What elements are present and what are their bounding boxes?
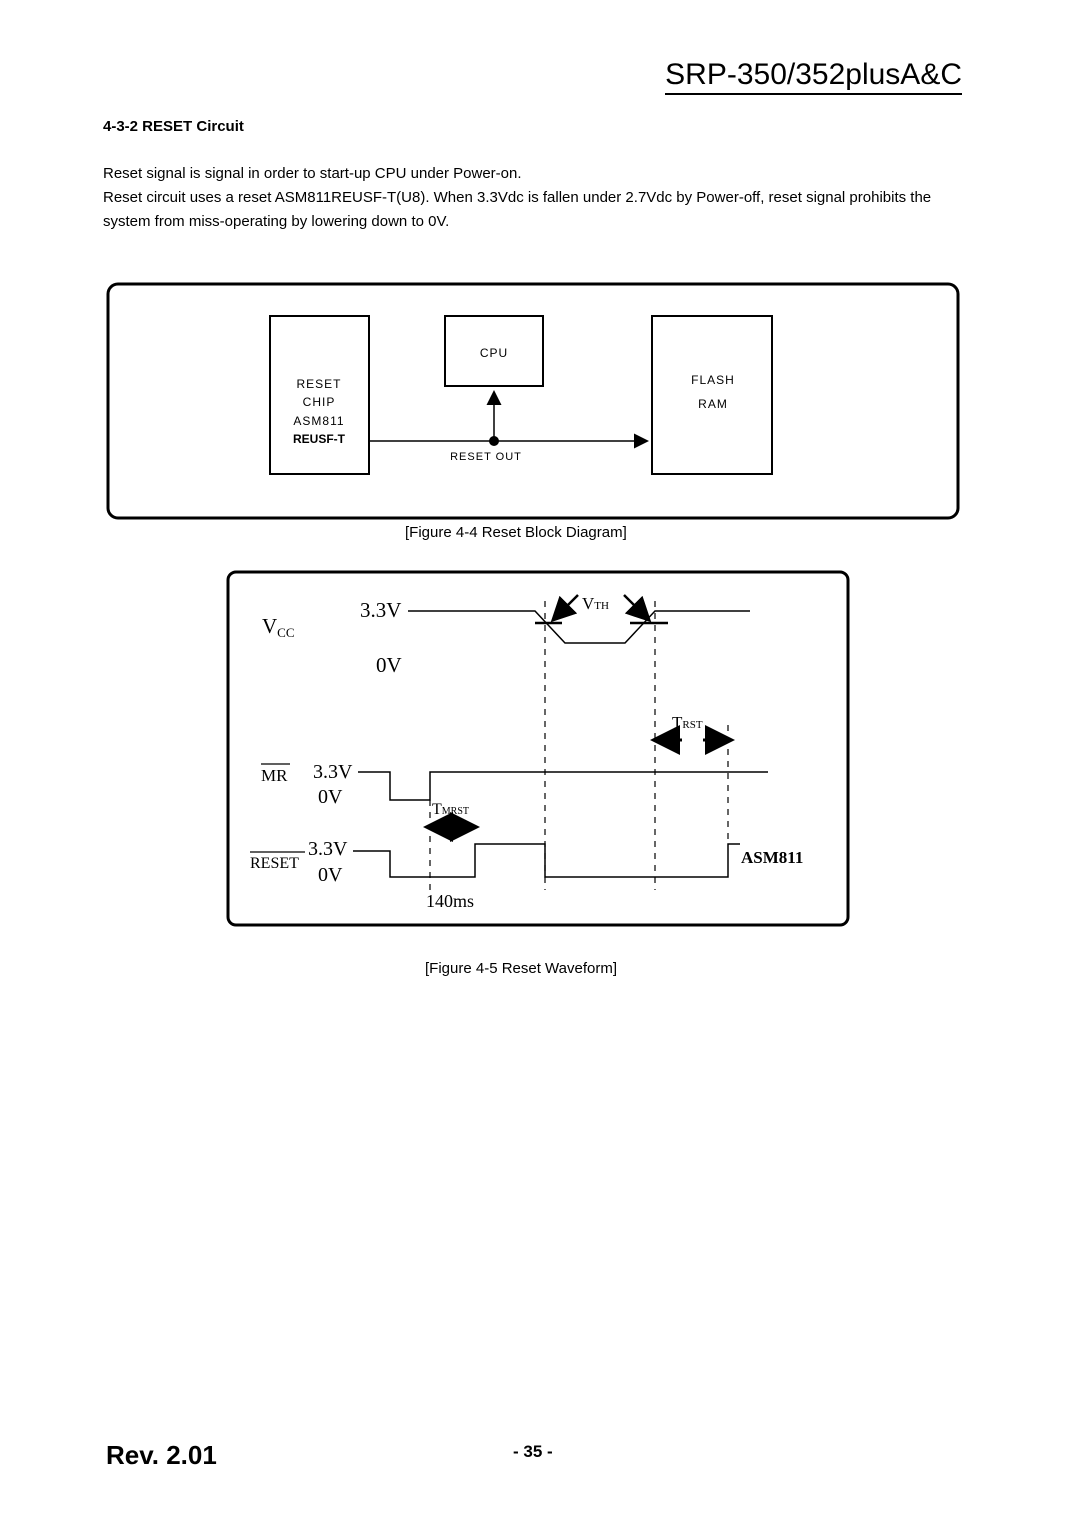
- page-number: - 35 -: [513, 1442, 553, 1461]
- section-heading: 4-3-2 RESET Circuit: [103, 118, 244, 135]
- reset-block-diagram: RESET CHIP ASM811 REUSF-T CPU FLASH RAM …: [106, 282, 960, 520]
- reset-chip-line-1: RESET: [296, 377, 341, 391]
- reset-waveform: [353, 843, 740, 878]
- reset-label: RESET: [250, 855, 299, 872]
- vcc-label: VCC: [262, 614, 295, 640]
- flash-ram-block: [651, 315, 773, 475]
- mr-low-label: 0V: [318, 786, 343, 808]
- vcc-low-label: 0V: [376, 653, 402, 677]
- reset-waveform-diagram: VCC 3.3V 0V VTH TRST MR 3.3V 0V TMRST RE…: [226, 570, 850, 927]
- reset-high-label: 3.3V: [308, 838, 348, 860]
- figure-caption-4-5: [Figure 4-5 Reset Waveform]: [425, 960, 618, 977]
- reset-chip-line-2: CHIP: [303, 395, 336, 409]
- body-paragraph-2: Reset circuit uses a reset ASM811REUSF-T…: [103, 189, 932, 230]
- junction-dot: [489, 436, 499, 446]
- reset-chip-line-4: REUSF-T: [293, 432, 346, 446]
- diagram-frame: [106, 282, 960, 520]
- pulse-width-label: 140ms: [426, 891, 474, 911]
- ram-label: RAM: [698, 397, 728, 411]
- reset-out-label: RESET OUT: [450, 451, 522, 463]
- vcc-waveform: [408, 610, 750, 644]
- vth-label: VTH: [582, 594, 609, 613]
- flash-label: FLASH: [691, 373, 735, 387]
- mr-label: MR: [261, 766, 288, 785]
- figure-caption-4-4: [Figure 4-4 Reset Block Diagram]: [405, 524, 627, 541]
- reset-low-label: 0V: [318, 864, 343, 886]
- waveform-frame: [226, 570, 850, 927]
- mr-waveform: [358, 771, 768, 801]
- mr-high-label: 3.3V: [313, 761, 353, 783]
- reset-chip-line-3: ASM811: [293, 414, 344, 428]
- revision-label: Rev. 2.01: [106, 1440, 217, 1470]
- cpu-block: [444, 315, 544, 387]
- tmrst-label: TMRST: [432, 801, 469, 818]
- body-paragraph-1: Reset signal is signal in order to start…: [103, 165, 522, 182]
- document-title: SRP-350/352plusA&C: [665, 58, 962, 95]
- asm811-label: ASM811: [741, 848, 803, 867]
- trst-label: TRST: [672, 713, 703, 732]
- vcc-high-label: 3.3V: [360, 598, 401, 622]
- cpu-label: CPU: [480, 346, 508, 360]
- reset-chip-block: [269, 315, 370, 475]
